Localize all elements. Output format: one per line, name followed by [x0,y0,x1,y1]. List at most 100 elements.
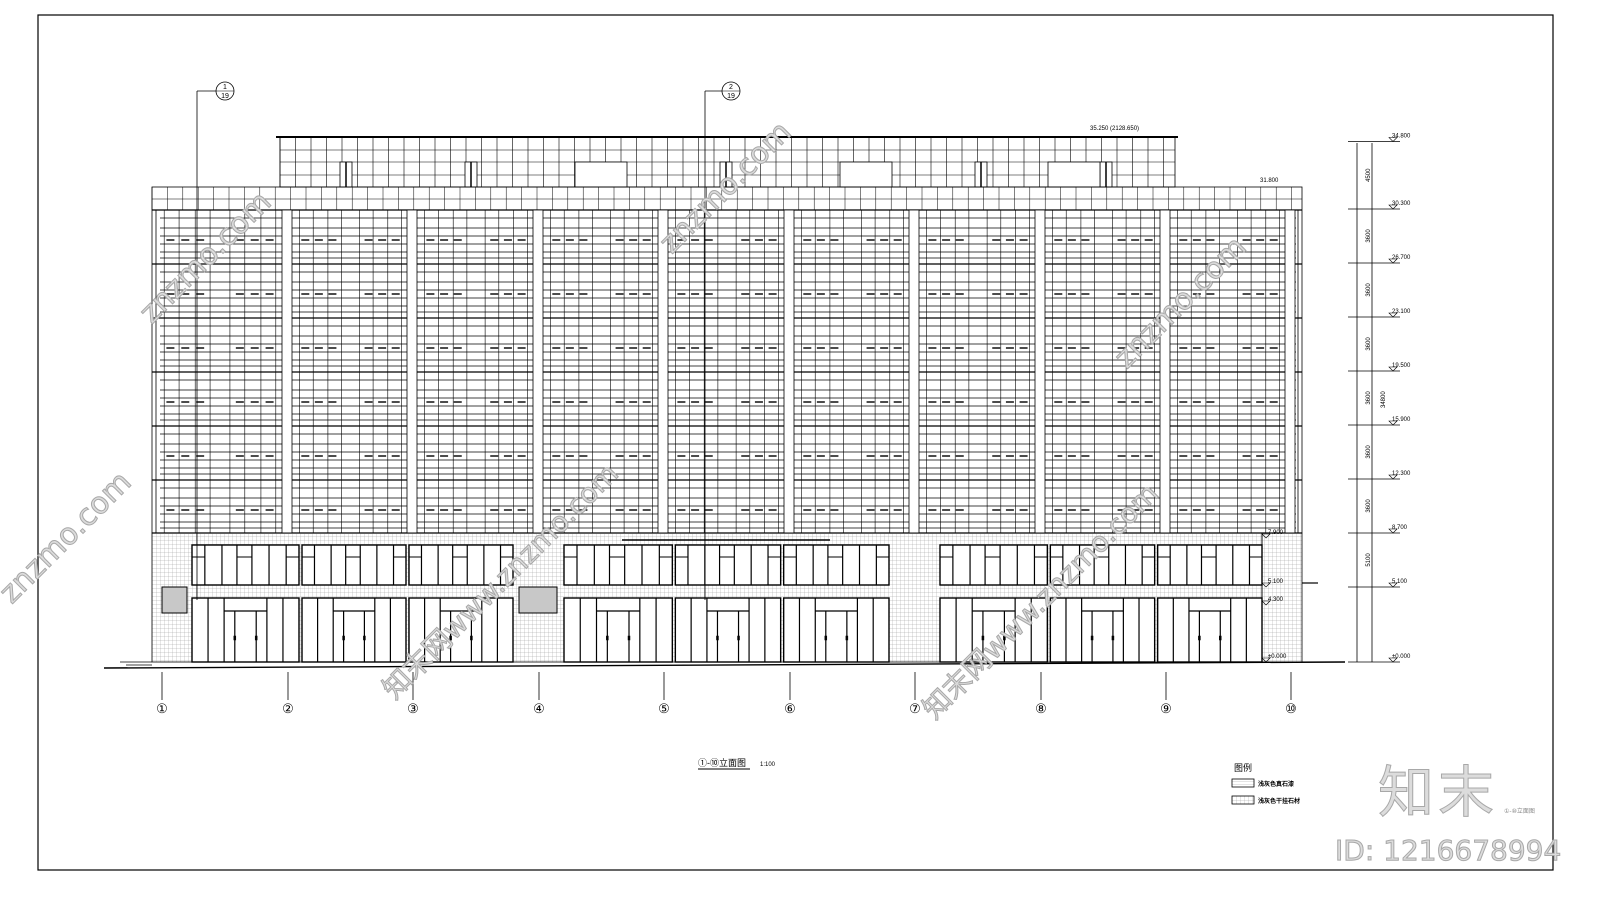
level-marker [1388,582,1398,588]
pilaster-7 [1034,209,1046,534]
shopfront-door-bay [1049,597,1156,663]
shopfront-door-bay [563,597,674,663]
axis-label-9: ⑨ [1160,701,1172,716]
watermark-stamp: ①-⑩立面图 [1504,808,1535,815]
louver-panel-left [161,586,188,614]
level-marker [1388,137,1398,142]
legend-title: 图例 [1234,762,1252,773]
callout-sheet: 19 [727,93,735,100]
level-marker [1261,657,1271,663]
shopfront-door-bay [191,597,300,663]
door-handle [254,635,258,641]
level-marker [1261,582,1271,588]
door-handle [363,635,366,641]
axis-label-8: ⑧ [1035,701,1047,716]
door-handle [449,635,452,641]
door-handle [1090,635,1094,641]
dimension-label: 3600 [1366,283,1372,297]
door-handle [1003,635,1006,641]
axis-label-7: ⑦ [909,701,921,716]
shopfront-door-bay [674,597,782,663]
facade-level-label: 5.100 [1268,579,1284,585]
legend-swatch-stone [1231,795,1255,805]
annotations: ①-⑩立面图 1:100 35.250 (2128.650) 31.800 34… [156,81,1411,805]
shopfront-window [408,544,514,586]
penthouse-louver [1047,161,1101,188]
side-level-label: 15.900 [1392,417,1411,423]
facade-level-label: 4.300 [1268,597,1284,603]
level-marker [1388,258,1398,264]
drawing-scale: 1:100 [760,762,776,768]
parapet-level: 31.800 [1260,178,1279,184]
pilaster-4 [657,209,669,534]
level-marker [1388,204,1398,210]
shopfront-door-bay [408,597,514,663]
dimension-label: 3600 [1366,337,1372,351]
shopfront-door-bay [301,597,407,663]
facade-level-label: 7.900 [1268,530,1284,536]
legend-swatch-paint [1231,778,1255,788]
legend-label-stone: 浅灰色干挂石材 [1258,797,1300,805]
door-handle [845,635,849,641]
shopfront-window [782,544,890,586]
pilaster-8 [1159,209,1171,534]
side-level-label: 19.500 [1392,363,1411,369]
door-handle [981,635,985,641]
shopfront-window [301,544,407,586]
dimension-label: 3600 [1366,499,1372,513]
door-handle [606,635,609,641]
dimension-label: 3600 [1366,391,1372,405]
penthouse-louver [574,161,628,188]
axis-label-4: ④ [533,701,545,716]
door-handle [1219,635,1222,641]
side-level-label: 5.100 [1392,579,1408,585]
level-marker [1388,474,1398,480]
shopfront-window [1049,544,1156,586]
axis-label-1: ① [156,701,168,716]
pilaster-2 [406,209,418,534]
door-handle [627,635,631,641]
shopfront-window [1156,544,1263,586]
total-dimension: 34800 [1381,391,1387,408]
side-level-label: 12.300 [1392,471,1411,477]
level-marker [1261,600,1271,606]
shopfront-window [674,544,782,586]
callout-number: 2 [729,84,733,91]
pilaster-9 [1284,209,1296,534]
callout-sheet: 19 [221,93,229,100]
watermark-brand: 知末 [1378,761,1498,827]
shopfront-door-bay [1156,597,1263,663]
door-handle [1111,635,1115,641]
side-level-label: 30.300 [1392,201,1411,207]
shopfront-door-bay [782,597,890,663]
door-handle [737,635,740,641]
door-handle [470,635,473,641]
dimension-label: 5100 [1366,553,1372,567]
shopfront-window [563,544,674,586]
door-handle [716,635,719,641]
side-level-label: 23.100 [1392,309,1411,315]
door-handle [342,635,345,641]
dimension-label: 3600 [1366,229,1372,243]
building-elevation [103,136,1346,669]
drawing-frame [37,14,1554,871]
level-marker [1388,420,1398,426]
pilaster-6 [908,209,920,534]
axis-label-3: ③ [407,701,419,716]
facade-level-label: ±0.000 [1268,654,1287,660]
dimension-label: 4500 [1366,168,1372,182]
level-marker [1261,533,1271,539]
level-marker [1388,528,1398,534]
side-level-label: 8.700 [1392,525,1408,531]
door-handle [1198,635,1201,641]
shopfront-window [939,544,1049,586]
side-level-label: 34.800 [1392,134,1411,140]
dimension-label: 3600 [1366,445,1372,459]
penthouse-louver [839,161,893,188]
level-marker [1388,312,1398,318]
pilaster-5 [783,209,795,534]
podium-corner-cladding [1261,532,1303,663]
pilaster-1 [281,209,293,534]
shopfront-door-bay [939,597,1049,663]
